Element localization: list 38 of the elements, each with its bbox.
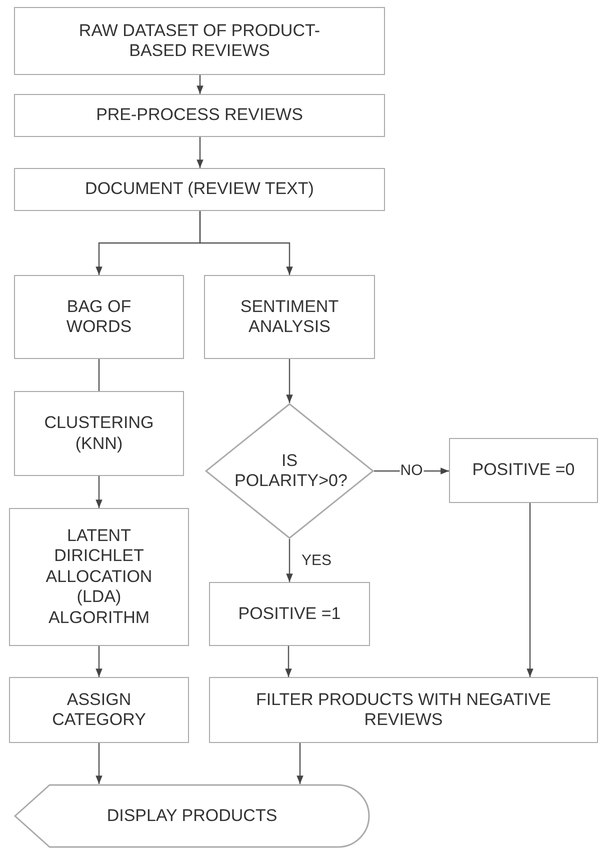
- node-text: BAG OF WORDS: [65, 296, 133, 338]
- node-text: LATENT DIRICHLET ALLOCATION (LDA) ALGORITHM: [44, 526, 154, 628]
- arrow: [286, 359, 293, 403]
- process-box: [204, 275, 375, 359]
- process-box: [14, 391, 184, 476]
- arrow: [296, 743, 304, 784]
- process-box: [209, 677, 598, 743]
- node-text: POSITIVE =1: [238, 604, 341, 624]
- arrow: [196, 137, 204, 168]
- node-text: SENTIMENT ANALYSIS: [239, 296, 340, 338]
- process-box: [209, 582, 370, 646]
- arrow: [196, 75, 204, 94]
- node-text: POSITIVE =0: [472, 460, 575, 481]
- connector-line: [98, 359, 100, 391]
- process-box: [449, 438, 598, 503]
- node-text: DOCUMENT (REVIEW TEXT): [85, 179, 314, 200]
- process-box: [9, 677, 189, 743]
- process-box: [14, 94, 385, 137]
- node-text: PRE-PROCESS REVIEWS: [96, 105, 303, 126]
- arrow: [96, 646, 102, 677]
- node-text: FILTER PRODUCTS WITH NEGATIVE REVIEWS: [255, 690, 552, 730]
- node-text: ASSIGN CATEGORY: [51, 690, 147, 730]
- arrow: [526, 503, 534, 677]
- node-text: DISPLAY PRODUCTS: [106, 806, 278, 826]
- process-box: [14, 168, 385, 211]
- decision-diamond: [205, 403, 374, 539]
- arrow: [96, 743, 102, 784]
- process-box: [14, 275, 184, 359]
- arrow: [96, 476, 102, 508]
- process-box: [9, 508, 189, 646]
- arrow: [285, 646, 292, 677]
- node-text: RAW DATASET OF PRODUCT-BASED REVIEWS: [78, 20, 322, 62]
- arrow: [199, 211, 293, 275]
- display-shape: [14, 784, 370, 848]
- node-text: IS POLARITY>0?: [234, 450, 344, 492]
- arrow: [286, 539, 293, 582]
- process-box: [14, 7, 385, 75]
- node-text: CLUSTERING (KNN): [43, 413, 155, 454]
